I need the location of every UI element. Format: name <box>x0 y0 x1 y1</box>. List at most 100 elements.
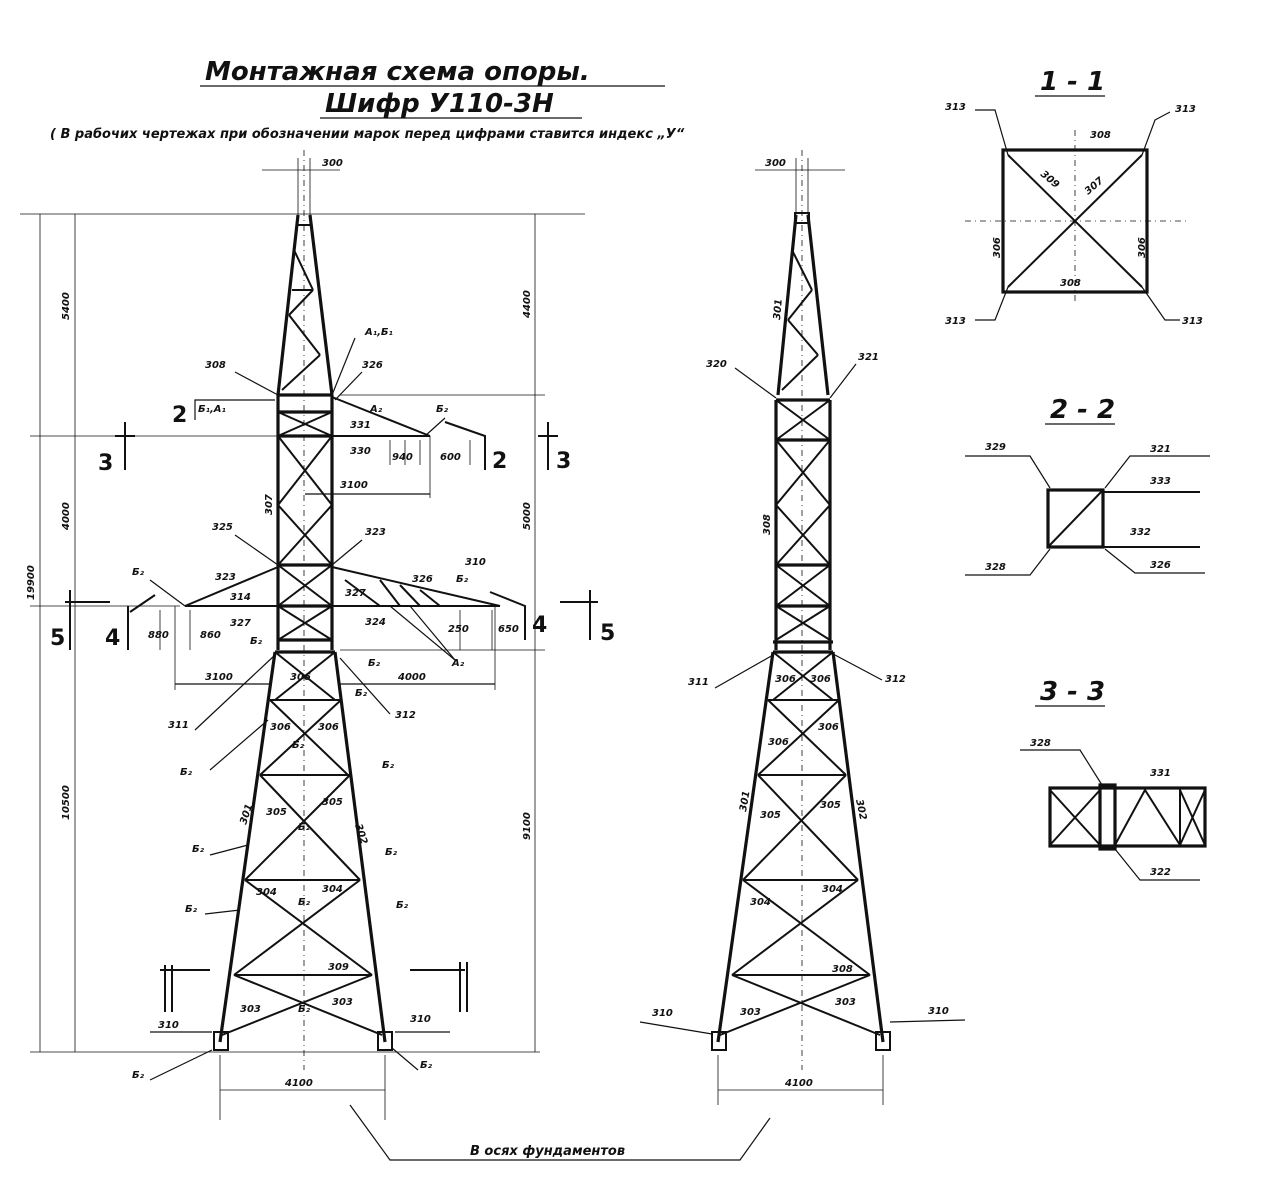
svg-text:308: 308 <box>1090 130 1111 141</box>
svg-text:Б₂: Б₂ <box>192 844 205 855</box>
drawing-title: Монтажная схема опоры. <box>205 57 590 87</box>
svg-text:310: 310 <box>465 557 486 568</box>
side-base-width: 4100 <box>784 1078 813 1089</box>
svg-text:314: 314 <box>230 592 251 603</box>
front-seg-low: 10500 <box>61 785 72 820</box>
svg-text:301: 301 <box>772 299 785 321</box>
svg-text:306: 306 <box>290 672 311 683</box>
svg-text:311: 311 <box>688 677 709 688</box>
svg-text:313: 313 <box>945 316 966 327</box>
svg-text:Б₂: Б₂ <box>298 1004 311 1015</box>
svg-text:А₁,Б₁: А₁,Б₁ <box>364 327 393 338</box>
svg-text:333: 333 <box>1150 476 1171 487</box>
svg-text:3: 3 <box>98 451 113 476</box>
svg-text:306: 306 <box>318 722 339 733</box>
svg-text:860: 860 <box>200 630 221 641</box>
svg-text:321: 321 <box>1150 444 1171 455</box>
front-top-width: 300 <box>322 158 343 169</box>
svg-text:Б₂: Б₂ <box>180 767 193 778</box>
front-arm-lower-right: 4000 <box>397 672 426 683</box>
svg-text:322: 322 <box>1150 867 1171 878</box>
front-seg-right-low: 9100 <box>522 812 533 840</box>
svg-text:328: 328 <box>985 562 1006 573</box>
svg-text:1 - 1: 1 - 1 <box>1040 67 1105 97</box>
svg-text:Б₂: Б₂ <box>456 574 469 585</box>
svg-text:306: 306 <box>1137 237 1148 258</box>
svg-text:2 - 2: 2 - 2 <box>1050 395 1115 425</box>
svg-text:306: 306 <box>775 674 796 685</box>
svg-text:306: 306 <box>768 737 789 748</box>
side-view: 300 301 308 320 321 <box>639 150 966 1105</box>
front-seg-mid: 4000 <box>61 502 72 531</box>
front-base-width: 4100 <box>284 1078 313 1089</box>
svg-text:303: 303 <box>835 997 856 1008</box>
svg-text:313: 313 <box>1175 104 1196 115</box>
svg-text:4: 4 <box>532 613 547 638</box>
svg-text:323: 323 <box>365 527 386 538</box>
svg-text:4: 4 <box>105 626 120 651</box>
svg-text:Б₂: Б₂ <box>420 1060 433 1071</box>
svg-text:Б₁,А₁: Б₁,А₁ <box>198 404 226 415</box>
svg-text:3 - 3: 3 - 3 <box>1040 677 1105 707</box>
svg-text:Б₂: Б₂ <box>250 636 263 647</box>
svg-text:Б₂: Б₂ <box>292 740 305 751</box>
svg-text:Б₂: Б₂ <box>185 904 198 915</box>
svg-text:2: 2 <box>172 403 187 428</box>
svg-text:305: 305 <box>266 807 287 818</box>
front-seg-right-top: 4400 <box>522 290 533 319</box>
svg-text:301: 301 <box>738 790 752 812</box>
drawing-code: Шифр У110-3Н <box>325 89 554 119</box>
svg-text:308: 308 <box>762 514 773 535</box>
svg-text:331: 331 <box>350 420 371 431</box>
svg-text:312: 312 <box>885 674 906 685</box>
svg-text:302: 302 <box>352 823 369 846</box>
foundation-axes-note: В осях фундаментов <box>470 1144 625 1159</box>
svg-text:308: 308 <box>205 360 226 371</box>
svg-text:327: 327 <box>230 618 251 629</box>
svg-text:304: 304 <box>822 884 843 895</box>
section-1-1: 1 - 1 313 313 313 313 308 309 307 306 30… <box>945 67 1203 327</box>
svg-text:310: 310 <box>652 1008 673 1019</box>
svg-text:3: 3 <box>556 449 571 474</box>
svg-text:320: 320 <box>706 359 727 370</box>
svg-text:305: 305 <box>820 800 841 811</box>
svg-text:310: 310 <box>158 1020 179 1031</box>
svg-text:305: 305 <box>760 810 781 821</box>
front-view: 300 19900 5400 4000 10500 4400 5000 9100 <box>20 150 615 1120</box>
svg-text:306: 306 <box>810 674 831 685</box>
svg-text:331: 331 <box>1150 768 1171 779</box>
svg-text:332: 332 <box>1130 527 1151 538</box>
svg-text:306: 306 <box>818 722 839 733</box>
front-height-total: 19900 <box>26 565 37 600</box>
side-top-width: 300 <box>765 158 786 169</box>
svg-text:Б₂: Б₂ <box>436 404 449 415</box>
svg-text:А₂: А₂ <box>369 404 383 415</box>
svg-text:304: 304 <box>750 897 771 908</box>
svg-text:303: 303 <box>740 1007 761 1018</box>
svg-text:302: 302 <box>853 798 868 821</box>
svg-text:329: 329 <box>985 442 1006 453</box>
svg-text:310: 310 <box>928 1006 949 1017</box>
svg-text:326: 326 <box>412 574 433 585</box>
svg-text:305: 305 <box>322 797 343 808</box>
svg-text:Б₂: Б₂ <box>368 658 381 669</box>
svg-text:324: 324 <box>365 617 386 628</box>
svg-text:Б₂: Б₂ <box>132 567 145 578</box>
svg-text:306: 306 <box>270 722 291 733</box>
svg-text:313: 313 <box>1182 316 1203 327</box>
svg-text:600: 600 <box>440 452 461 463</box>
svg-text:327: 327 <box>345 588 366 599</box>
svg-text:880: 880 <box>148 630 169 641</box>
svg-text:310: 310 <box>410 1014 431 1025</box>
svg-text:Б₂: Б₂ <box>385 847 398 858</box>
svg-text:Б₂: Б₂ <box>132 1070 145 1081</box>
svg-text:313: 313 <box>945 102 966 113</box>
svg-text:304: 304 <box>322 884 343 895</box>
drawing-note: ( В рабочих чертежах при обозначении мар… <box>50 127 685 142</box>
section-2-2: 2 - 2 329 321 333 332 328 326 <box>965 395 1210 576</box>
svg-text:304: 304 <box>256 887 277 898</box>
svg-text:650: 650 <box>498 624 519 635</box>
svg-text:2: 2 <box>492 449 507 474</box>
svg-text:Б₂: Б₂ <box>355 688 368 699</box>
